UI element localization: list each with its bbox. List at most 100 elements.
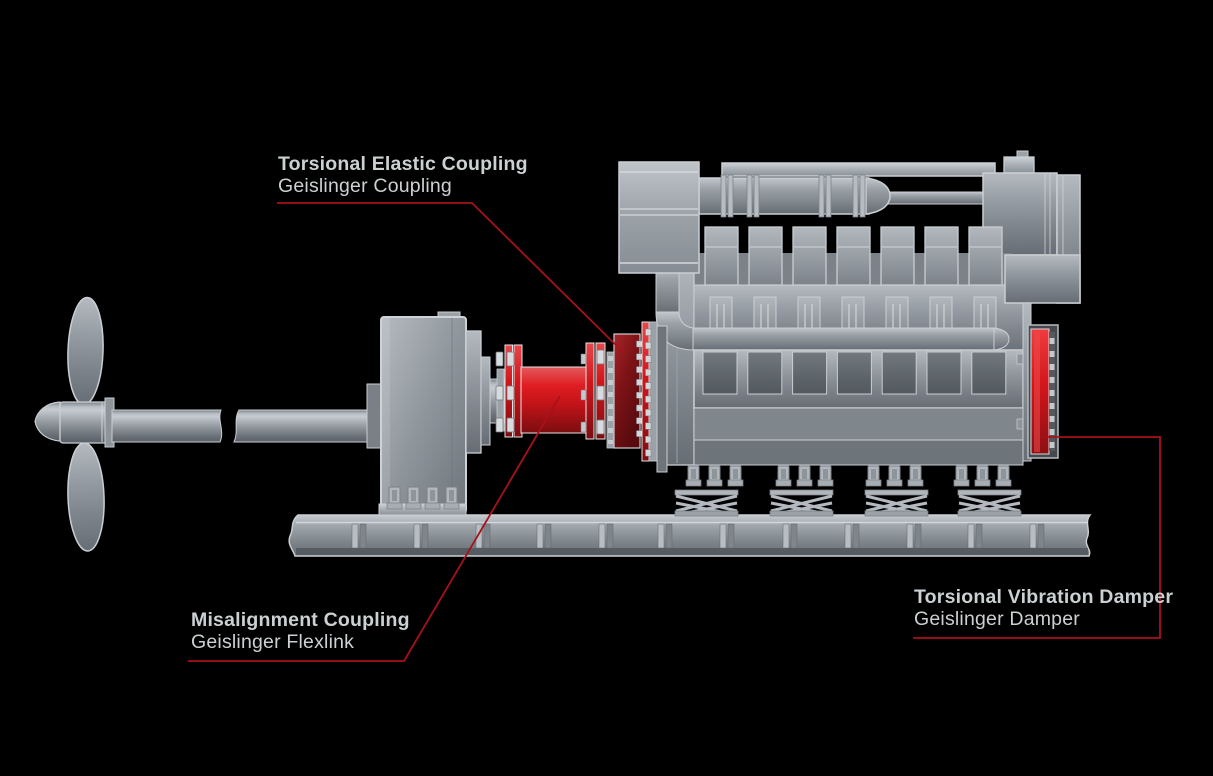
damper-tooth	[1049, 429, 1055, 435]
rail-rib	[475, 523, 483, 549]
manifold-ring	[818, 174, 825, 218]
propeller	[34, 296, 115, 552]
manifold-ring	[859, 174, 866, 218]
mount-bolt	[424, 502, 441, 510]
rail-rib	[1037, 523, 1045, 549]
cylinder-head	[880, 226, 915, 286]
mount-bolt	[913, 469, 918, 479]
rail-rib	[421, 523, 429, 549]
damper-tooth	[1049, 416, 1055, 422]
flange-bolt	[580, 353, 587, 365]
mount-bolt	[685, 479, 702, 487]
mount-bolt	[892, 469, 897, 479]
leader-line-vibration-damper	[913, 436, 1161, 639]
rail-rib	[727, 523, 735, 549]
coupling-disc-pack	[613, 333, 641, 449]
mount-bolt	[1001, 469, 1006, 479]
engine-top-plate	[721, 162, 996, 177]
torsional-vibration-damper	[1016, 302, 1059, 462]
mount-bolt	[706, 479, 723, 487]
rail-rib	[483, 523, 491, 549]
coupling-tooth	[645, 409, 652, 417]
damper-tooth	[1049, 390, 1055, 396]
crankcase-window	[792, 351, 828, 395]
label-torsional-elastic-coupling: Torsional Elastic Coupling Geislinger Co…	[278, 153, 528, 197]
mount-bolt	[691, 469, 696, 479]
coupling-tooth	[645, 355, 652, 363]
gearbox-foot-plate	[378, 503, 467, 516]
damper-tooth	[1049, 403, 1055, 409]
manifold-ring	[825, 174, 832, 218]
rail-rib	[906, 523, 914, 549]
gearbox-housing	[380, 316, 467, 514]
crankcase-window	[747, 351, 783, 395]
shaft-segment-2	[233, 409, 383, 443]
cylinder-head	[792, 226, 827, 286]
gearbox	[366, 311, 505, 516]
base-frame	[288, 514, 1092, 557]
misalignment-coupling-flexlink	[495, 342, 606, 440]
spring-mount	[957, 489, 1022, 517]
mount-bolt	[430, 490, 435, 501]
coupling-tooth	[645, 395, 652, 403]
engine-mount-bolts	[685, 465, 1012, 487]
rail-rib	[606, 523, 614, 549]
crankcase	[693, 349, 1024, 409]
cylinder-head	[924, 226, 959, 286]
rail-rib	[544, 523, 552, 549]
label-title: Misalignment Coupling	[191, 609, 410, 631]
coupling-tooth	[645, 449, 652, 457]
propeller-hub	[59, 401, 113, 444]
rail-rib	[844, 523, 852, 549]
mount-bolt	[974, 479, 991, 487]
label-title: Torsional Vibration Damper	[914, 586, 1174, 608]
flange-bolt	[596, 349, 605, 365]
mount-bolt	[405, 502, 422, 510]
crankcase-window	[926, 351, 962, 395]
propeller-nose-cone	[34, 401, 61, 442]
mount-bolt	[712, 469, 717, 479]
leader-lines	[188, 202, 1161, 662]
rail-rib	[790, 523, 798, 549]
damper-tooth	[1049, 338, 1055, 344]
propeller-blade-top	[67, 296, 104, 406]
spring-mounts	[674, 489, 1022, 517]
mount-bolt	[411, 490, 416, 501]
engine	[618, 150, 1081, 517]
rail-rib	[359, 523, 367, 549]
coupling-tooth	[645, 368, 652, 376]
coupling-tooth	[645, 328, 652, 336]
mount-bolt	[959, 469, 964, 479]
rail-rib	[975, 523, 983, 549]
propeller-shaft	[111, 409, 383, 443]
mount-bolt	[995, 479, 1012, 487]
rail-rib	[967, 523, 975, 549]
rail-rib	[1029, 523, 1037, 549]
spring-mount	[769, 489, 834, 517]
mount-bolt	[449, 490, 454, 501]
leader-line-elastic-coupling	[277, 202, 624, 353]
mount-bolt	[907, 479, 924, 487]
manifold-ring	[727, 174, 734, 218]
flange-bolt	[580, 421, 587, 433]
mount-bolt	[392, 490, 397, 501]
label-torsional-vibration-damper: Torsional Vibration Damper Geislinger Da…	[914, 586, 1174, 630]
mount-bolt	[953, 479, 970, 487]
manifold-ring	[720, 174, 727, 218]
mount-bolt	[733, 469, 738, 479]
exhaust-manifold	[698, 174, 891, 218]
mount-bolt	[802, 469, 807, 479]
flange-bolt	[596, 419, 605, 435]
propeller-blade-bottom	[67, 442, 105, 552]
flange-bolt	[596, 385, 605, 401]
label-title: Torsional Elastic Coupling	[278, 153, 528, 175]
rail-rib	[782, 523, 790, 549]
damper-tooth	[1049, 377, 1055, 383]
cylinder-head	[836, 226, 871, 286]
mount-bolt	[823, 469, 828, 479]
crankcase-window	[836, 351, 872, 395]
mount-bolt	[775, 479, 792, 487]
flange-bolt	[495, 417, 504, 433]
mount-bolt	[443, 502, 460, 510]
